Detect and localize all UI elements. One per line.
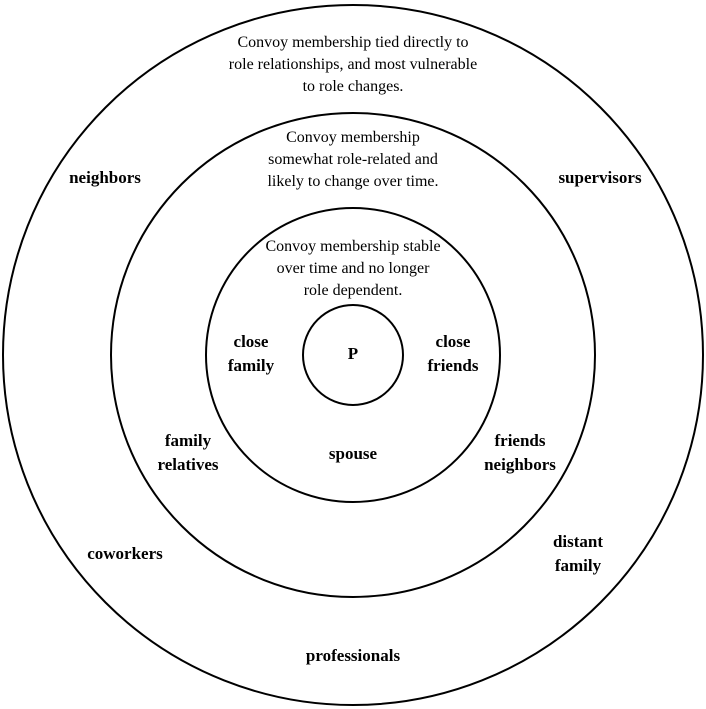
close-family-label: close family (227, 332, 275, 375)
middle-circle (110, 112, 596, 598)
outer-ring-description: Convoy membership tied directly to role … (203, 32, 503, 98)
center-person-label: P (347, 344, 359, 363)
inner-description-line-3: role dependent. (303, 282, 403, 299)
family-relatives-label: family relatives (157, 431, 219, 474)
friends-neighbors-label: friends neighbors (484, 431, 556, 474)
center-circle (302, 304, 404, 406)
spouse-label: spouse (328, 444, 378, 463)
outer-description-line-3: to role changes. (302, 78, 404, 95)
inner-circle (205, 207, 501, 503)
inner-description-line-1: Convoy membership stable (265, 238, 441, 255)
distant-family-label: distant family (552, 532, 604, 575)
middle-ring-description: Convoy membership somewhat role-related … (233, 127, 473, 193)
inner-ring-description: Convoy membership stable over time and n… (238, 236, 468, 302)
coworkers-label: coworkers (87, 544, 163, 563)
outer-description-line-1: Convoy membership tied directly to (237, 34, 469, 51)
neighbors-label: neighbors (69, 168, 141, 187)
close-friends-label: close friends (427, 332, 479, 375)
middle-description-line-2: somewhat role-related and (268, 151, 438, 168)
middle-description-line-1: Convoy membership (286, 129, 420, 146)
professionals-label: professionals (305, 646, 401, 665)
middle-description-line-3: likely to change over time. (267, 173, 439, 190)
inner-description-line-2: over time and no longer (276, 260, 430, 277)
supervisors-label: supervisors (558, 168, 642, 187)
outer-description-line-2: role relationships, and most vulnerable (228, 56, 478, 73)
outer-circle (2, 4, 704, 706)
